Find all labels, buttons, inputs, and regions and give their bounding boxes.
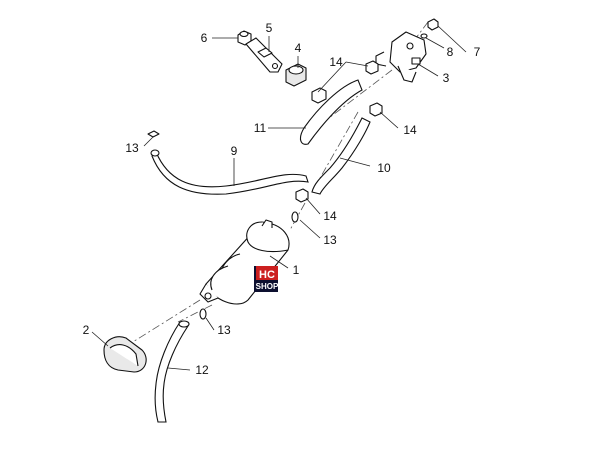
callout-10: 10 <box>377 161 391 175</box>
callout-8: 8 <box>447 45 454 59</box>
callout-labels: 6 5 4 14 8 7 3 11 14 13 9 10 14 13 1 2 1… <box>83 21 481 377</box>
leader-lines <box>91 25 467 371</box>
part-14-clamps <box>295 60 383 203</box>
callout-6: 6 <box>201 31 208 45</box>
callout-13-mid: 13 <box>323 233 337 247</box>
part-4-grommet <box>285 63 307 87</box>
part-11-hose <box>299 79 363 145</box>
callout-3: 3 <box>443 71 450 85</box>
part-9-hose <box>147 130 309 195</box>
callout-2: 2 <box>83 323 90 337</box>
part-3-valve <box>375 31 427 83</box>
part-12-hose <box>154 320 190 423</box>
callout-12: 12 <box>195 363 209 377</box>
callout-13-left: 13 <box>125 141 139 155</box>
callout-7: 7 <box>474 45 481 59</box>
callout-13-bottom: 13 <box>217 323 231 337</box>
part-2-band <box>103 336 147 373</box>
logo-text-top: HC <box>259 269 275 281</box>
callout-9: 9 <box>231 144 238 158</box>
callout-14-top: 14 <box>329 55 343 69</box>
callout-11: 11 <box>254 121 267 135</box>
hc-shop-logo: HC SHOP <box>254 266 279 292</box>
part-1-canister <box>199 219 290 305</box>
logo-text-bottom: SHOP <box>256 282 279 291</box>
part-7-cap <box>427 18 439 31</box>
part-5-bracket <box>245 37 283 73</box>
callout-4: 4 <box>295 41 302 55</box>
callout-14-right: 14 <box>403 123 417 137</box>
part-8-ring <box>420 33 428 39</box>
callout-5: 5 <box>266 21 273 35</box>
part-6-nut <box>237 30 252 46</box>
part-13-orings <box>199 211 299 320</box>
callout-14-mid: 14 <box>323 209 337 223</box>
part-10-hose <box>311 117 371 195</box>
callout-1: 1 <box>293 263 300 277</box>
